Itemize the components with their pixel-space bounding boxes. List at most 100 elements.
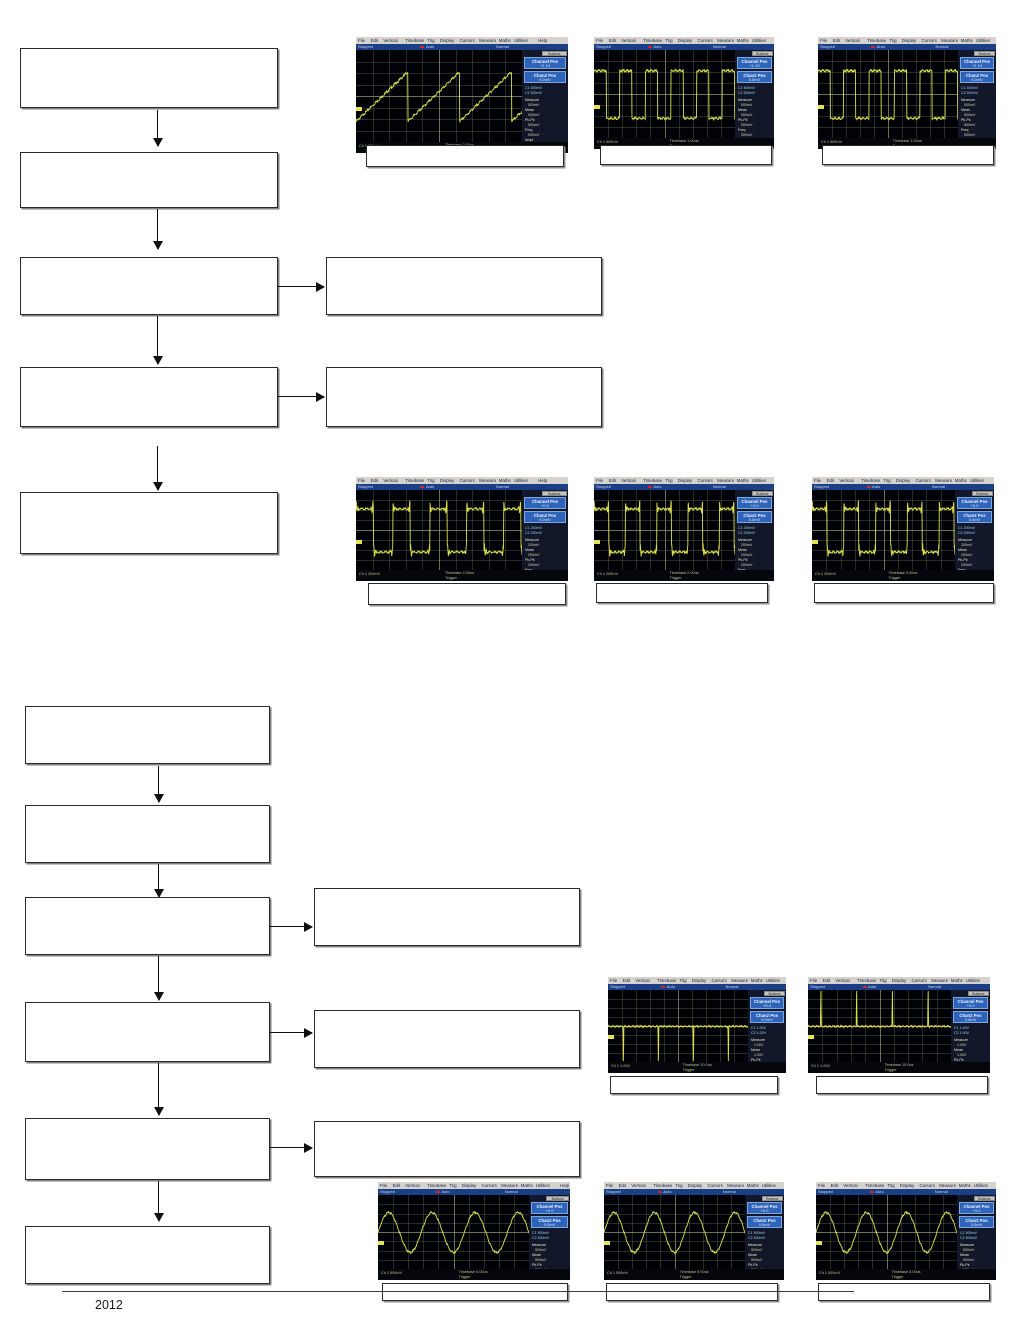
menu-item-utilities[interactable]: Utilities <box>513 37 528 43</box>
menu-item-cursors[interactable]: Cursors <box>915 477 931 483</box>
waveform-graticule[interactable] <box>356 50 522 142</box>
channel-ground-marker[interactable] <box>608 1034 614 1039</box>
waveform-graticule[interactable] <box>812 490 955 570</box>
menu-item-trig[interactable]: Trig <box>427 477 435 483</box>
menu-item-file[interactable]: File <box>818 1182 826 1188</box>
channel1-position-button[interactable]: Channel Pos+0.0 <box>531 1202 568 1214</box>
menu-item-trig[interactable]: Trig <box>449 1182 457 1188</box>
menu-item-vertical[interactable]: Vertical <box>835 977 850 983</box>
menu-item-utilities[interactable]: Utilities <box>751 37 766 43</box>
menu-item-display[interactable]: Display <box>895 477 911 483</box>
menu-item-edit[interactable]: Edit <box>822 977 831 983</box>
menu-item-trig[interactable]: Trig <box>427 37 435 43</box>
buttons-toggle[interactable]: Buttons <box>546 1195 569 1201</box>
menu-item-edit[interactable]: Edit <box>622 977 631 983</box>
flow-box-t4-side[interactable] <box>326 367 602 427</box>
channel-ground-marker[interactable] <box>594 539 600 544</box>
flow-box-t3[interactable] <box>20 257 278 315</box>
menu-item-cursors[interactable]: Cursors <box>697 477 713 483</box>
menu-item-measure[interactable]: Measure <box>479 37 497 43</box>
channel-ground-marker[interactable] <box>808 1034 814 1039</box>
menu-item-timebase[interactable]: Timebase <box>653 1182 673 1188</box>
flow-box-b5-side[interactable] <box>314 1121 580 1177</box>
menu-item-cursors[interactable]: Cursors <box>697 37 713 43</box>
menu-item-trig[interactable]: Trig <box>675 1182 683 1188</box>
channel1-position-button[interactable]: Channel Pos+0.0 <box>524 497 566 509</box>
menu-item-timebase[interactable]: Timebase <box>405 477 425 483</box>
channel1-position-button[interactable]: Channel Pos+0.0 <box>747 1202 782 1214</box>
menu-item-cursors[interactable]: Cursors <box>711 977 727 983</box>
menu-item-file[interactable]: File <box>596 477 604 483</box>
menu-item-vertical[interactable]: Vertical <box>405 1182 420 1188</box>
waveform-graticule[interactable] <box>604 1195 745 1269</box>
flow-box-b1[interactable] <box>25 706 270 764</box>
menu-item-file[interactable]: File <box>606 1182 614 1188</box>
flow-box-t2[interactable] <box>20 152 278 208</box>
channel-ground-marker[interactable] <box>604 1240 610 1245</box>
menu-item-measure[interactable]: Measure <box>931 977 949 983</box>
menu-item-vertical[interactable]: Vertical <box>383 477 398 483</box>
menu-item-cursors[interactable]: Cursors <box>911 977 927 983</box>
buttons-toggle[interactable]: Buttons <box>971 490 993 496</box>
menu-item-maths[interactable]: Maths <box>950 977 963 983</box>
menu-item-timebase[interactable]: Timebase <box>657 977 677 983</box>
channel-ground-marker[interactable] <box>594 104 600 109</box>
menu-item-edit[interactable]: Edit <box>832 37 841 43</box>
menu-item-edit[interactable]: Edit <box>608 37 617 43</box>
menu-item-measure[interactable]: Measure <box>731 977 749 983</box>
flow-box-t1[interactable] <box>20 48 278 108</box>
menu-item-display[interactable]: Display <box>687 1182 703 1188</box>
menu-item-vertical[interactable]: Vertical <box>383 37 398 43</box>
channel-ground-marker[interactable] <box>356 539 362 544</box>
menu-item-file[interactable]: File <box>596 37 604 43</box>
menu-item-file[interactable]: File <box>380 1182 388 1188</box>
menu-item-measure[interactable]: Measure <box>935 477 953 483</box>
menu-item-file[interactable]: File <box>610 977 618 983</box>
menu-item-trig[interactable]: Trig <box>883 477 891 483</box>
buttons-toggle[interactable]: Buttons <box>974 50 995 56</box>
menu-item-file[interactable]: File <box>810 977 818 983</box>
waveform-graticule[interactable] <box>816 1195 957 1269</box>
menu-item-measure[interactable]: Measure <box>717 37 735 43</box>
menu-item-utilities[interactable]: Utilities <box>751 477 766 483</box>
menu-item-help[interactable]: Help <box>538 37 548 43</box>
menu-item-vertical[interactable]: Vertical <box>843 1182 858 1188</box>
channel1-position-button[interactable]: Channel Pos+1.19 <box>960 57 994 69</box>
menu-item-edit[interactable]: Edit <box>370 477 379 483</box>
waveform-graticule[interactable] <box>818 50 958 138</box>
flow-box-b2[interactable] <box>25 805 270 863</box>
menu-item-utilities[interactable]: Utilities <box>975 37 990 43</box>
menu-item-edit[interactable]: Edit <box>830 1182 839 1188</box>
flow-box-b4[interactable] <box>25 1002 270 1062</box>
channel-ground-marker[interactable] <box>356 107 362 112</box>
flow-box-t4[interactable] <box>20 367 278 427</box>
channel1-position-button[interactable]: Channel Pos+0.0 <box>953 997 988 1009</box>
channel1-position-button[interactable]: Channel Pos+0.0 <box>737 497 772 509</box>
waveform-graticule[interactable] <box>356 490 522 570</box>
buttons-toggle[interactable]: Buttons <box>541 490 567 496</box>
menu-item-file[interactable]: File <box>814 477 822 483</box>
menu-item-trig[interactable]: Trig <box>889 37 897 43</box>
menu-item-display[interactable]: Display <box>677 477 693 483</box>
menu-item-edit[interactable]: Edit <box>392 1182 401 1188</box>
flow-box-b5[interactable] <box>25 1118 270 1180</box>
menu-item-vertical[interactable]: Vertical <box>839 477 854 483</box>
menu-item-display[interactable]: Display <box>901 37 917 43</box>
channel-ground-marker[interactable] <box>378 1240 384 1245</box>
menu-item-trig[interactable]: Trig <box>665 477 673 483</box>
menu-item-file[interactable]: File <box>358 477 366 483</box>
menu-item-utilities[interactable]: Utilities <box>513 477 528 483</box>
menu-item-display[interactable]: Display <box>891 977 907 983</box>
menu-item-measure[interactable]: Measure <box>717 477 735 483</box>
menu-item-cursors[interactable]: Cursors <box>459 37 475 43</box>
menu-item-maths[interactable]: Maths <box>954 477 967 483</box>
buttons-toggle[interactable]: Buttons <box>751 490 773 496</box>
menu-item-trig[interactable]: Trig <box>879 977 887 983</box>
